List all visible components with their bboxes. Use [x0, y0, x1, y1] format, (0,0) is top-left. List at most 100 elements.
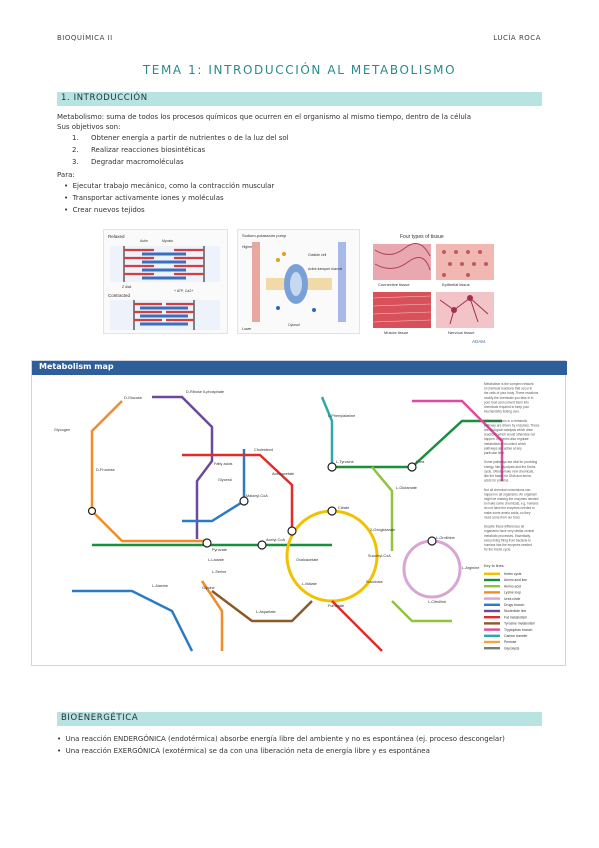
bioenergetics-bullet: • Una reacción ENDERGÓNICA (endotérmica)…	[57, 735, 505, 743]
node-label: L-Alanine	[152, 584, 168, 588]
objective-number: 2.	[72, 146, 79, 154]
epithelial-label: Epithelial tissue	[442, 282, 471, 287]
map-description-line: happen in all organisms. An organism	[484, 492, 537, 496]
node-label: L-Glutamate	[396, 486, 417, 490]
node-label: L-Aspartate	[256, 610, 276, 614]
map-description-line: every living thing from bacteria to	[484, 538, 531, 542]
map-description-line: humans has the enzymes needed	[484, 543, 532, 547]
map-description-line: acids for proteins.	[484, 479, 509, 483]
map-description-line: might be missing the enzymes needed	[484, 497, 539, 501]
legend-label: Drugs branch	[504, 603, 524, 607]
map-description-line: happen. Enzymes also regulate	[484, 437, 529, 441]
zdisk-label: Z disk	[122, 285, 132, 289]
node-label: Fatty acids	[214, 462, 232, 466]
node-label: Acetoacetate	[272, 472, 294, 476]
map-description-line: pathways are active at any	[484, 446, 522, 450]
node-label: Oxaloacetate	[296, 558, 318, 562]
purpose-item: • Ejecutar trabajo mecánico, como la con…	[64, 182, 275, 190]
node-label: L-Phenylalanine	[328, 414, 355, 418]
section-heading-bioenergetics-text: BIOENERGÉTICA	[61, 713, 139, 723]
legend-label: Glycolysis	[504, 646, 520, 650]
node-label: L-Arginine	[462, 566, 479, 570]
cytosol-label: Cytosol	[288, 323, 300, 327]
node-label: Glycogen	[54, 428, 70, 432]
node-label: Acetyl-CoA	[266, 538, 285, 542]
legend-label: Urea circle	[504, 597, 520, 601]
node-label: Pyruvate	[212, 548, 227, 552]
objective-number: 1.	[72, 134, 79, 142]
actin-label: Actin	[140, 239, 148, 243]
tissue-types-figure: Four types of tissue Connective tissue E…	[369, 229, 497, 344]
purpose-item: • Transportar activamente iones y molécu…	[64, 194, 224, 202]
page-title: TEMA 1: INTRODUCCIÓN AL METABOLISMO	[142, 63, 457, 77]
objective-number: 3.	[72, 158, 79, 166]
map-description-line: biochemistry ticking over.	[484, 410, 520, 414]
map-description-line: for the Krebs cycle.	[484, 548, 511, 552]
objectives-label: Sus objetivos son:	[57, 123, 121, 131]
map-description-line: All the reactions in a metabolic	[484, 419, 528, 423]
muscle-tissue-image	[373, 292, 431, 328]
subject-label: BIOQUÍMICA II	[57, 34, 113, 42]
node-label: Citrate	[338, 506, 349, 510]
legend-label: Krebs cycle	[504, 572, 522, 576]
connective-label: Connective tissue	[378, 282, 410, 287]
higher-label: Higher	[242, 245, 253, 249]
legend-label: Tryptophan branch	[504, 628, 532, 632]
map-description-line: chemicals required to keep your	[484, 405, 530, 409]
node-label: Fumarate	[328, 604, 344, 608]
node-label: Urea	[416, 460, 425, 464]
node-label: D-Fructose	[96, 468, 115, 472]
atp-label: + ATP, Ca2+	[174, 289, 193, 293]
metabolism-map: Metabolism map	[31, 360, 567, 666]
relaxed-sarcomere	[110, 246, 220, 282]
map-description-line: are biological catalysts which drive	[484, 428, 533, 432]
purpose-item: • Crear nuevos tejidos	[64, 206, 145, 214]
objective-item: Obtener energía a partir de nutrientes o…	[91, 134, 289, 142]
objective-item: Degradar macromoléculas	[91, 158, 184, 166]
myosin-label: Myosin	[162, 239, 173, 243]
pump-title: Sodium-potassium pump	[242, 233, 287, 238]
map-description-line: metabolic processes. Essentially,	[484, 534, 531, 538]
map-description-line: Not all chemical conversions can	[484, 488, 531, 492]
map-description-line: organisms have very similar central	[484, 529, 534, 533]
para-label: Para:	[57, 171, 75, 179]
map-description-line: energy, like glycolysis and the Krebs	[484, 465, 536, 469]
contracted-label: Contracted	[108, 293, 131, 298]
legend-label: Carbon transfer	[504, 634, 528, 638]
node-label: Glycerol	[218, 478, 232, 482]
section-heading-bioenergetics: BIOENERGÉTICA	[57, 712, 542, 726]
map-description-line: the cells of your body. These reactions	[484, 391, 539, 395]
objective-item: Realizar reacciones biosintéticas	[91, 146, 206, 154]
map-description-line: reactions which would otherwise not	[484, 433, 535, 437]
node-label: Glycine	[202, 586, 215, 590]
outside-label: Outside cell	[308, 253, 327, 257]
map-description-line: make some amino acids, so they	[484, 511, 531, 515]
node-label: L-Citrulline	[428, 600, 446, 604]
map-description-line: pathway are driven by enzymes. These	[484, 423, 540, 427]
node-label: 2-Oxoglutarate	[370, 528, 395, 532]
node-label: Malonyl-CoA	[246, 494, 268, 498]
muscle-contraction-figure: Relaxed Actin Myosin Z disk + ATP, Ca2+ …	[103, 229, 228, 334]
node-label: Succinate	[366, 580, 383, 584]
legend-label: Amino acid line	[504, 578, 527, 582]
nervous-tissue-image	[436, 292, 494, 328]
node-label: L-Tyrosine	[336, 460, 354, 464]
intro-paragraph: Metabolismo: suma de todos los procesos …	[57, 113, 471, 121]
muscle-label: Muscle tissue	[384, 330, 409, 335]
map-description-line: of chemical reactions that occur in	[484, 387, 532, 391]
map-description-line: must come from our food.	[484, 515, 520, 519]
nervous-label: Nervous tissue	[448, 330, 475, 335]
map-description-line: Metabolism is the complex network	[484, 382, 534, 386]
lower-label: Lower	[242, 327, 252, 331]
active-label: Active transport channel	[308, 267, 342, 271]
node-label: L-Ornithine	[436, 536, 455, 540]
node-label: Cholesterol	[254, 448, 273, 452]
map-description-line: do not have the enzymes needed to	[484, 506, 535, 510]
bioenergetics-bullet: • Una reacción EXERGÓNICA (exotérmica) s…	[57, 747, 430, 755]
legend-label: Nucleotide line	[504, 609, 526, 613]
legend-title: Key to lines	[484, 564, 504, 568]
relaxed-label: Relaxed	[108, 234, 125, 239]
legend-label: Pentose	[504, 640, 517, 644]
section-heading-intro: 1. INTRODUCCIÓN	[57, 92, 542, 106]
contracted-sarcomere	[110, 300, 220, 330]
